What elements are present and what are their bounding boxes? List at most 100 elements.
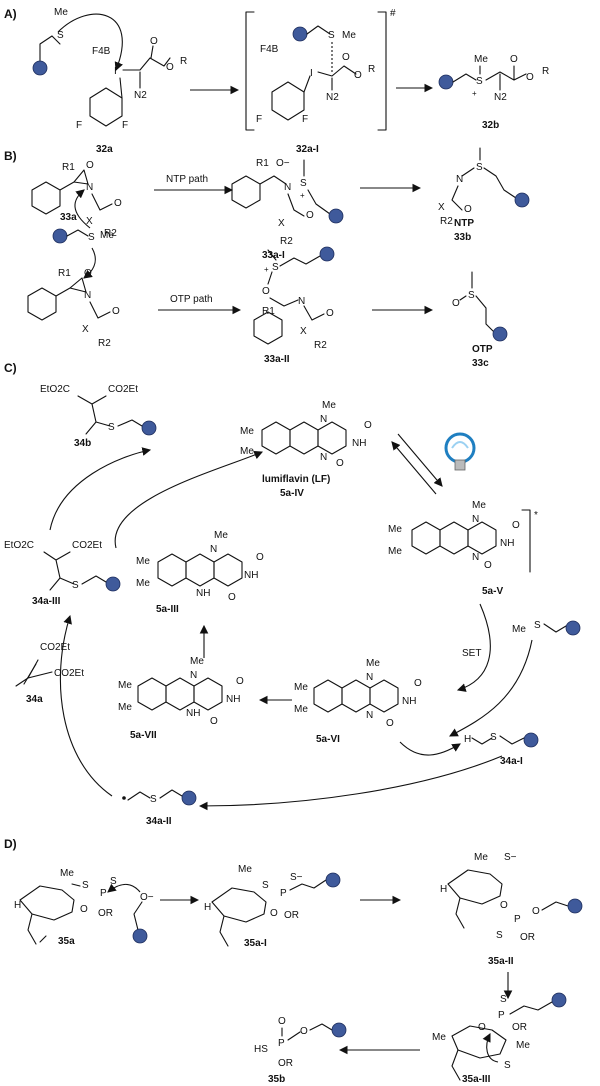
solid-support-bead bbox=[438, 74, 454, 90]
charge-plus: + bbox=[300, 191, 305, 200]
atom-nh: NH bbox=[196, 588, 210, 599]
reagent-methyl-sulfide: Me S bbox=[512, 620, 581, 636]
atom-nh: NH bbox=[500, 538, 514, 549]
atom-nh: NH bbox=[352, 438, 366, 449]
atom-me-2: Me bbox=[240, 426, 254, 437]
arrow-label-ntp: NTP path bbox=[166, 174, 208, 185]
atom-me: Me bbox=[342, 30, 356, 41]
atom-o-2: O bbox=[210, 716, 218, 727]
atom-r2: R2 bbox=[104, 228, 117, 239]
compound-label-32b: 32b bbox=[482, 120, 499, 131]
compound-label-34a-II: 34a-II bbox=[146, 816, 172, 827]
atom-s-minus: S− bbox=[504, 852, 517, 863]
atom-co2et-2: CO2Et bbox=[54, 668, 84, 679]
atom-o: O bbox=[150, 36, 158, 47]
atom-eto2c: EtO2C bbox=[4, 540, 34, 551]
atom-s: S bbox=[328, 30, 335, 41]
atom-me: Me bbox=[474, 54, 488, 65]
atom-n: N bbox=[210, 544, 217, 555]
atom-o: O bbox=[510, 54, 518, 65]
solid-support-bead bbox=[567, 898, 583, 914]
atom-o: O bbox=[84, 268, 92, 279]
atom-me: Me bbox=[238, 864, 252, 875]
solid-support-bead bbox=[492, 326, 508, 342]
solid-support-bead bbox=[105, 576, 121, 592]
relaxation-arrow bbox=[391, 441, 437, 495]
atom-x: X bbox=[86, 216, 93, 227]
atom-me-2: Me bbox=[388, 524, 402, 535]
cycle-arrow bbox=[49, 447, 152, 531]
compound-label-35a-II: 35a-II bbox=[488, 956, 514, 967]
compound-33a-II: S + O R1 N O X R2 bbox=[253, 246, 335, 351]
solid-support-bead bbox=[319, 246, 335, 262]
atom-h: H bbox=[204, 902, 211, 913]
atom-r2: R2 bbox=[98, 338, 111, 349]
atom-o-ester: O bbox=[354, 70, 362, 81]
atom-n: N bbox=[366, 672, 373, 683]
curved-arrow bbox=[83, 247, 96, 279]
atom-bf4: F4B bbox=[92, 46, 111, 57]
atom-o-ester: O bbox=[166, 62, 174, 73]
atom-s: S bbox=[272, 262, 279, 273]
lightbulb-icon bbox=[444, 432, 476, 471]
atom-s: S bbox=[57, 30, 64, 41]
atom-s: S bbox=[490, 732, 497, 743]
atom-me: Me bbox=[60, 868, 74, 879]
atom-me-2: Me bbox=[516, 1040, 530, 1051]
atom-n: N bbox=[190, 670, 197, 681]
atom-s-minus: S− bbox=[290, 872, 303, 883]
compound-5a-IV: Me N N Me Me O NH O bbox=[240, 400, 372, 469]
atom-x: X bbox=[300, 326, 307, 337]
compound-label-35a-III: 35a-III bbox=[462, 1074, 491, 1085]
curved-arrow bbox=[107, 883, 141, 893]
solid-support-bead bbox=[181, 790, 197, 806]
compound-34a-I: H S bbox=[464, 732, 539, 748]
atom-r1: R1 bbox=[58, 268, 71, 279]
solid-support-bead bbox=[551, 992, 567, 1008]
compound-label-5a-IV: 5a-IV bbox=[280, 488, 304, 499]
atom-r: R bbox=[368, 64, 375, 75]
atom-n: N bbox=[472, 514, 479, 525]
solid-support-bead bbox=[514, 192, 530, 208]
atom-s: S bbox=[500, 994, 507, 1005]
charge-plus: + bbox=[472, 89, 477, 98]
arrow-label-otp: OTP path bbox=[170, 294, 213, 305]
atom-me: Me bbox=[214, 530, 228, 541]
atom-bf4: F4B bbox=[260, 44, 279, 55]
section-label-d: D) bbox=[4, 837, 17, 851]
sulfide-oxidation-arrow bbox=[449, 639, 533, 737]
atom-o: O bbox=[500, 900, 508, 911]
atom-s: S bbox=[534, 620, 541, 631]
atom-me: Me bbox=[366, 658, 380, 669]
compound-33c: S O bbox=[452, 271, 508, 342]
atom-s: S bbox=[476, 162, 483, 173]
atom-nh-2: NH bbox=[244, 570, 258, 581]
atom-p: P bbox=[514, 914, 521, 925]
atom-o: O bbox=[452, 298, 460, 309]
atom-hs: HS bbox=[254, 1044, 268, 1055]
atom-me: Me bbox=[54, 7, 68, 18]
atom-o: O bbox=[512, 520, 520, 531]
atom-me-3: Me bbox=[388, 546, 402, 557]
atom-me-3: Me bbox=[136, 578, 150, 589]
radical-dot bbox=[122, 796, 126, 800]
atom-or: OR bbox=[284, 910, 299, 921]
solid-support-bead bbox=[523, 732, 539, 748]
atom-eto2c: EtO2C bbox=[40, 384, 70, 395]
atom-n-2: N bbox=[472, 552, 479, 563]
compound-32a-I: # S Me F4B I O O R N2 F F bbox=[245, 8, 396, 131]
atom-co2et: CO2Et bbox=[72, 540, 102, 551]
charge-plus: + bbox=[264, 265, 269, 274]
atom-o: O bbox=[278, 1016, 286, 1027]
atom-o-minus: O− bbox=[140, 892, 154, 903]
atom-o-carbonyl: O bbox=[326, 308, 334, 319]
atom-o-2: O bbox=[484, 560, 492, 571]
atom-co2et: CO2Et bbox=[108, 384, 138, 395]
atom-s: S bbox=[150, 794, 157, 805]
atom-o-minus: O− bbox=[276, 158, 290, 169]
atom-s: S bbox=[468, 290, 475, 301]
atom-me-3: Me bbox=[118, 702, 132, 713]
atom-me-2: Me bbox=[136, 556, 150, 567]
solid-support-bead bbox=[52, 228, 68, 244]
atom-o: O bbox=[414, 678, 422, 689]
